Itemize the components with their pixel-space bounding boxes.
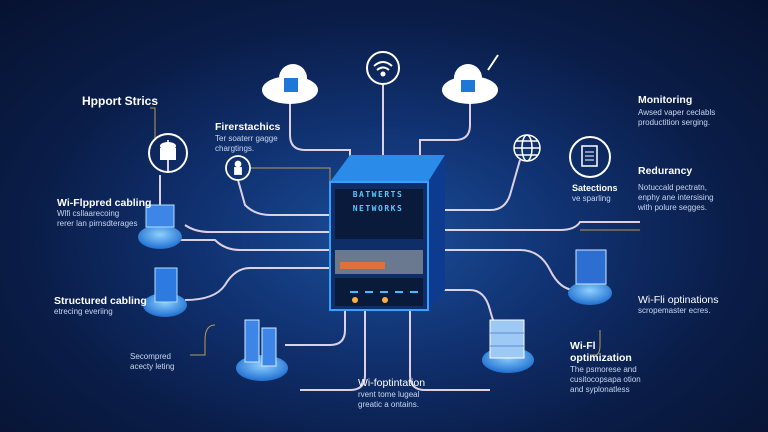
- firer-title: Firerstachics: [215, 121, 281, 133]
- database-icon: [148, 133, 188, 173]
- server-platform: [236, 319, 288, 381]
- desc-line: rerer lan pirnsdterages: [57, 219, 138, 228]
- redundancy-desc: Notuccald pectratn,enphy ane intersising…: [638, 183, 714, 213]
- panel-platform: [143, 267, 187, 317]
- globe-icon: [513, 134, 541, 162]
- satections-desc: ve sparling: [572, 194, 611, 204]
- desc-line: Ter soaterr gagge: [215, 134, 278, 143]
- desc-line: enphy ane intersising: [638, 193, 714, 202]
- structured-title: Structured cabling: [54, 295, 147, 307]
- cloud-icon: [262, 64, 318, 104]
- redundancy-title: Redurancy: [638, 165, 693, 177]
- monitor-platform: [568, 249, 612, 305]
- desc-line: Secompred: [130, 352, 171, 361]
- cloud-icon: [442, 54, 499, 104]
- wifi-optinations-title: Wi-Fli optinations: [638, 294, 719, 306]
- desc-line: chargtings.: [215, 144, 255, 153]
- desc-line: productition serging.: [638, 118, 711, 127]
- desc-line: greatic a ontains.: [358, 400, 419, 409]
- central-server: [329, 155, 445, 311]
- desc-line: ve sparling: [572, 194, 611, 203]
- title-line: optimization: [570, 352, 632, 364]
- rack-platform: [482, 319, 534, 373]
- server-line-2: NETWORKS: [352, 204, 404, 213]
- server-line-1: BATWERTS: [352, 190, 404, 199]
- wifi-icon: [366, 51, 400, 85]
- hpport-title: Hpport Strics: [82, 94, 159, 108]
- wifi-cabling-title: Wi-Flppred cabling: [57, 197, 152, 209]
- laptop-platform: [138, 204, 182, 249]
- desc-line: scropemaster ecres.: [638, 306, 711, 315]
- structured-desc: etrecing everiing: [54, 307, 113, 317]
- platforms: [138, 204, 612, 381]
- desc-line: The psmorese and: [570, 365, 637, 374]
- satections-title: Satections: [572, 183, 618, 193]
- desc-line: Wlfi csllaarecoing: [57, 209, 120, 218]
- desc-line: rvent tome lugeal: [358, 390, 420, 399]
- desc-line: acecty leting: [130, 362, 175, 371]
- user-icon: [225, 155, 251, 181]
- desc-line: cusitocopsapa otion: [570, 375, 641, 384]
- desc-line: with polure segges.: [638, 203, 707, 212]
- desc-line: etrecing everiing: [54, 307, 113, 316]
- desc-line: Notuccald pectratn,: [638, 183, 707, 192]
- document-icon: [569, 136, 611, 178]
- title-line: Wi-Fl: [570, 340, 596, 352]
- desc-line: and syplonatless: [570, 385, 630, 394]
- wifi-optinations-desc: scropemaster ecres.: [638, 306, 710, 316]
- desc-line: Awsed vaper ceclabls: [638, 108, 716, 117]
- monitoring-title: Monitoring: [638, 94, 693, 106]
- server-screen: BATWERTS NETWORKS: [336, 188, 420, 216]
- wifoptintation-title: Wi-foptintation: [358, 377, 426, 389]
